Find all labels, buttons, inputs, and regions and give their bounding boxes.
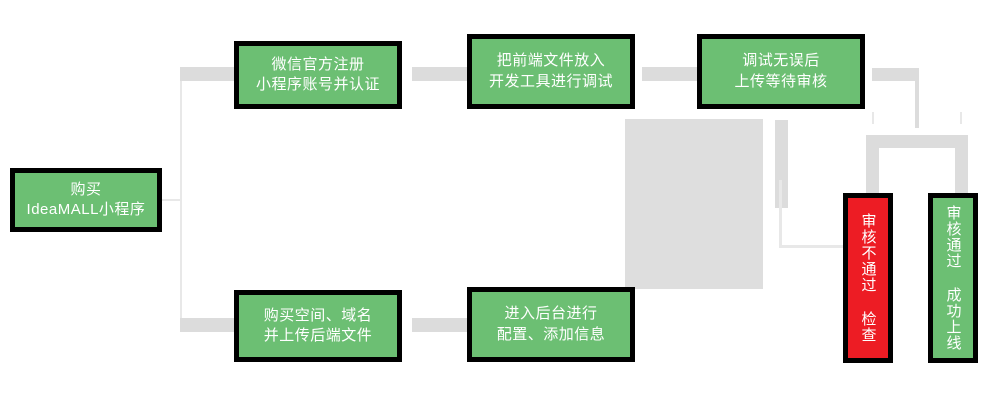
node-buy-ideamall[interactable]: 购买 IdeaMALL小程序 <box>10 168 162 232</box>
connector-register-to-devtools <box>412 67 467 81</box>
placeholder-rectangle <box>625 119 763 289</box>
node-frontend-devtools[interactable]: 把前端文件放入 开发工具进行调试 <box>467 34 635 109</box>
connector-upload-drop-stub <box>775 120 788 208</box>
connector-bracket-crossbar <box>866 135 968 148</box>
connector-to-register-account <box>180 67 234 81</box>
node-buy-space-domain[interactable]: 购买空间、域名 并上传后端文件 <box>234 290 402 362</box>
connector-bracket-stem <box>915 68 919 128</box>
connector-elbow-horizontal <box>779 245 845 248</box>
connector-devtools-to-upload <box>642 67 697 81</box>
node-upload-review[interactable]: 调试无误后 上传等待审核 <box>697 34 865 109</box>
node-register-account[interactable]: 微信官方注册 小程序账号并认证 <box>234 41 402 109</box>
connector-space-to-backend <box>412 318 467 332</box>
connector-buy-to-split-stub <box>160 199 182 201</box>
connector-bracket-right-leg <box>955 135 968 195</box>
connector-elbow-vertical <box>779 180 782 248</box>
node-review-passed[interactable]: 审核通过 成功上线 <box>928 193 978 363</box>
connector-bracket-left-leg <box>866 135 879 195</box>
node-backend-config[interactable]: 进入后台进行 配置、添加信息 <box>467 287 635 362</box>
connector-split-trunk-vertical <box>180 74 182 326</box>
node-review-failed[interactable]: 审核不通过 检查 <box>843 193 893 363</box>
connector-to-buy-space-domain <box>180 318 234 332</box>
connector-bracket-left-tick <box>872 112 874 124</box>
connector-bracket-top-left-arm <box>872 68 919 81</box>
connector-bracket-right-tick <box>960 112 962 124</box>
